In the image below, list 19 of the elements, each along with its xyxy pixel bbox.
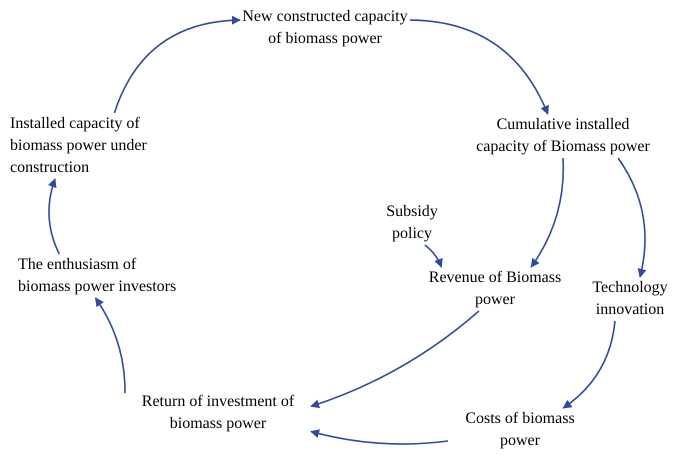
node-label: Technology innovation <box>591 278 669 320</box>
node-label: Cumulative installed capacity of Biomass power <box>475 115 651 157</box>
arrow <box>562 320 616 409</box>
node-label: Subsidy policy <box>385 202 439 244</box>
node-label: New constructed capacity of biomass power <box>241 7 409 49</box>
arrow <box>410 19 549 115</box>
arrow <box>310 429 448 445</box>
arrow <box>310 310 480 408</box>
node-label: Costs of biomass power <box>464 409 576 451</box>
arrow <box>114 16 241 114</box>
arrow <box>424 244 443 268</box>
node-label: Return of investment of biomass power <box>140 392 296 434</box>
arrow <box>617 158 646 278</box>
node-label: The enthusiasm of biomass power investors <box>18 255 178 297</box>
node-label: Installed capacity of biomass power under construction <box>10 114 148 178</box>
node-label: Revenue of Biomass power <box>428 268 562 310</box>
arrow <box>94 297 126 394</box>
arrow <box>530 158 564 268</box>
arrow <box>48 178 60 254</box>
